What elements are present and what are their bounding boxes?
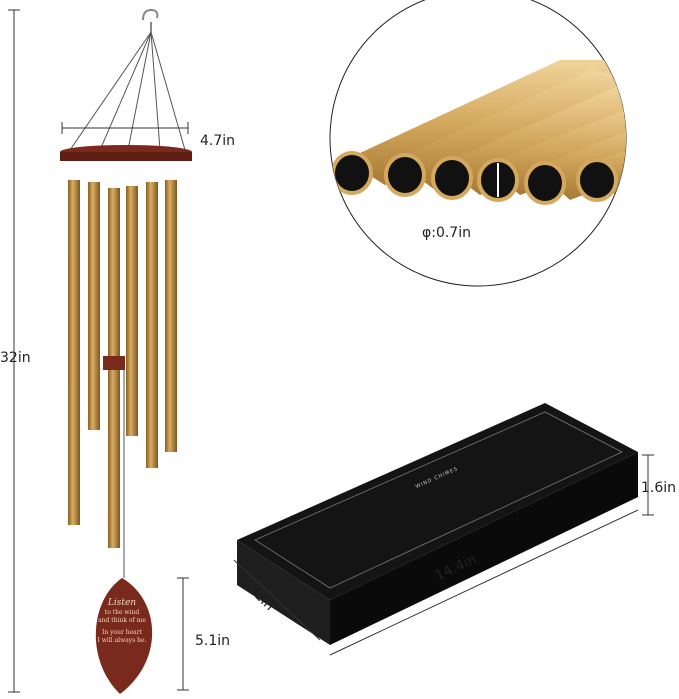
tube-detail-circle bbox=[329, 0, 627, 287]
gift-box bbox=[233, 403, 654, 656]
tube-diameter-label: φ:0.7in bbox=[422, 225, 471, 241]
leaf-line: to the wind bbox=[104, 609, 140, 616]
ring-diameter-label: 4.7in bbox=[200, 133, 236, 149]
leaf-line: and think of me bbox=[98, 617, 146, 624]
leaf-line: Listen bbox=[107, 598, 137, 608]
height-dimension-line bbox=[8, 9, 20, 693]
box-height-label: 1.6in bbox=[641, 480, 677, 496]
leaf-line: In your heart bbox=[101, 629, 143, 636]
leaf-line: I will always be. bbox=[97, 637, 147, 644]
wind-chime bbox=[60, 8, 192, 694]
leaf-text: Listen to the wind and think of me In yo… bbox=[96, 598, 148, 645]
height-label: 32in bbox=[0, 350, 31, 366]
leaf-height-label: 5.1in bbox=[195, 633, 231, 649]
